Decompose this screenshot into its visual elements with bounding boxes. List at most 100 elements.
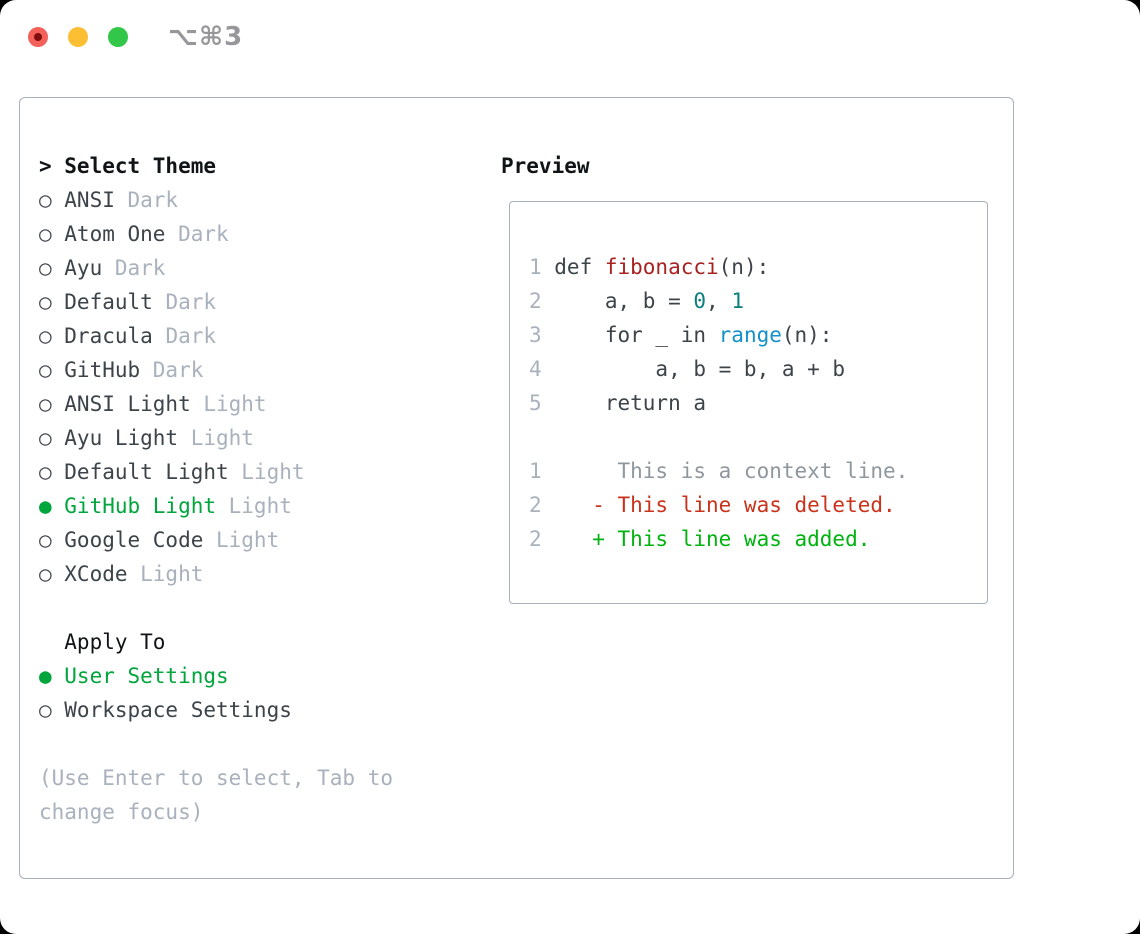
code-segment-plain: (n): xyxy=(718,255,770,279)
theme-name: Google Code xyxy=(64,528,204,552)
radio-icon: ○ xyxy=(39,698,52,722)
radio-icon: ○ xyxy=(39,426,52,450)
code-line: 1 This is a context line. xyxy=(529,454,987,488)
theme-option[interactable]: ● GitHub Light Light xyxy=(39,489,479,523)
theme-option[interactable]: ○ Ayu Light Light xyxy=(39,421,479,455)
code-line: 2 a, b = 0, 1 xyxy=(529,284,987,318)
line-number: 1 xyxy=(529,459,542,483)
radio-icon: ○ xyxy=(39,562,52,586)
spacer xyxy=(39,591,479,625)
theme-option[interactable]: ○ ANSI Dark xyxy=(39,183,479,217)
apply-to-list: ● User Settings ○ Workspace Settings xyxy=(39,659,479,727)
code-segment-plain: def xyxy=(554,255,605,279)
theme-variant: Light xyxy=(216,528,280,552)
theme-variant: Dark xyxy=(165,290,217,314)
theme-variant: Dark xyxy=(178,222,229,246)
radio-icon: ○ xyxy=(39,256,52,280)
apply-to-label: User Settings xyxy=(64,664,229,688)
titlebar: ⌥⌘3 xyxy=(0,0,1140,74)
apply-to-label: Workspace Settings xyxy=(64,698,292,722)
select-theme-header: >Select Theme xyxy=(39,149,479,183)
radio-icon: ○ xyxy=(39,188,52,212)
footer-hint: (Use Enter to select, Tab to change focu… xyxy=(39,761,479,829)
code-segment-plain: , xyxy=(706,289,732,313)
select-theme-title: Select Theme xyxy=(64,154,216,178)
radio-selected-icon: ● xyxy=(39,664,52,688)
theme-name: Atom One xyxy=(64,222,166,246)
maximize-button[interactable] xyxy=(108,27,128,47)
theme-name: GitHub xyxy=(64,358,141,382)
code-line: 2 + This line was added. xyxy=(529,522,987,556)
theme-option[interactable]: ○ Google Code Light xyxy=(39,523,479,557)
theme-option[interactable]: ○ Default Dark xyxy=(39,285,479,319)
code-segment-plain: a, b = b, a + b xyxy=(554,357,846,381)
apply-to-title: Apply To xyxy=(64,630,166,654)
code-segment-deleted: - This line was deleted. xyxy=(554,493,896,517)
code-segment-added: + This line was added. xyxy=(554,527,871,551)
radio-icon: ○ xyxy=(39,528,52,552)
code-segment-builtin: range xyxy=(718,323,782,347)
traffic-lights xyxy=(28,27,128,47)
spacer xyxy=(39,727,479,761)
radio-icon: ○ xyxy=(39,290,52,314)
code-segment-func: fibonacci xyxy=(604,255,719,279)
apply-to-header: Apply To xyxy=(39,625,479,659)
line-number: 1 xyxy=(529,255,542,279)
theme-name: GitHub Light xyxy=(64,494,216,518)
code-segment-context: This is a context line. xyxy=(554,459,909,483)
line-number: 4 xyxy=(529,357,542,381)
theme-variant: Light xyxy=(228,494,292,518)
theme-variant: Light xyxy=(190,426,254,450)
code-segment-number: 1 xyxy=(731,289,744,313)
radio-icon: ○ xyxy=(39,222,52,246)
code-line: 3 for _ in range(n): xyxy=(529,318,987,352)
minimize-button[interactable] xyxy=(68,27,88,47)
theme-name: ANSI xyxy=(64,188,115,212)
code-line: 2 - This line was deleted. xyxy=(529,488,987,522)
theme-name: Ayu Light xyxy=(64,426,179,450)
footer-hint-line-2: change focus) xyxy=(39,800,204,824)
theme-variant: Dark xyxy=(114,256,166,280)
theme-name: Default xyxy=(64,290,153,314)
footer-hint-line-1: (Use Enter to select, Tab to xyxy=(39,766,394,790)
line-number: 5 xyxy=(529,391,542,415)
apply-to-option[interactable]: ○ Workspace Settings xyxy=(39,693,479,727)
code-segment-number: 0 xyxy=(693,289,707,313)
code-segment-plain: a, b = xyxy=(554,289,694,313)
theme-variant: Dark xyxy=(127,188,179,212)
code-line: 1 def fibonacci(n): xyxy=(529,250,987,284)
theme-variant: Light xyxy=(140,562,204,586)
line-number: 2 xyxy=(529,493,542,517)
code-segment-plain: return a xyxy=(554,391,706,415)
theme-name: XCode xyxy=(64,562,128,586)
apply-to-option[interactable]: ● User Settings xyxy=(39,659,479,693)
theme-option[interactable]: ○ XCode Light xyxy=(39,557,479,591)
theme-name: Default Light xyxy=(64,460,229,484)
preview-header: Preview xyxy=(501,154,590,178)
radio-icon: ○ xyxy=(39,324,52,348)
code-line xyxy=(529,420,987,454)
radio-selected-icon: ● xyxy=(39,494,52,518)
line-number: 2 xyxy=(529,527,542,551)
theme-name: Dracula xyxy=(64,324,153,348)
close-button[interactable] xyxy=(28,27,48,47)
theme-name: ANSI Light xyxy=(64,392,191,416)
theme-variant: Light xyxy=(203,392,267,416)
close-dot-icon xyxy=(34,33,42,41)
window-title: ⌥⌘3 xyxy=(168,22,244,52)
code-line: 5 return a xyxy=(529,386,987,420)
line-number: 2 xyxy=(529,289,542,313)
radio-icon: ○ xyxy=(39,358,52,382)
theme-option[interactable]: ○ Atom One Dark xyxy=(39,217,479,251)
